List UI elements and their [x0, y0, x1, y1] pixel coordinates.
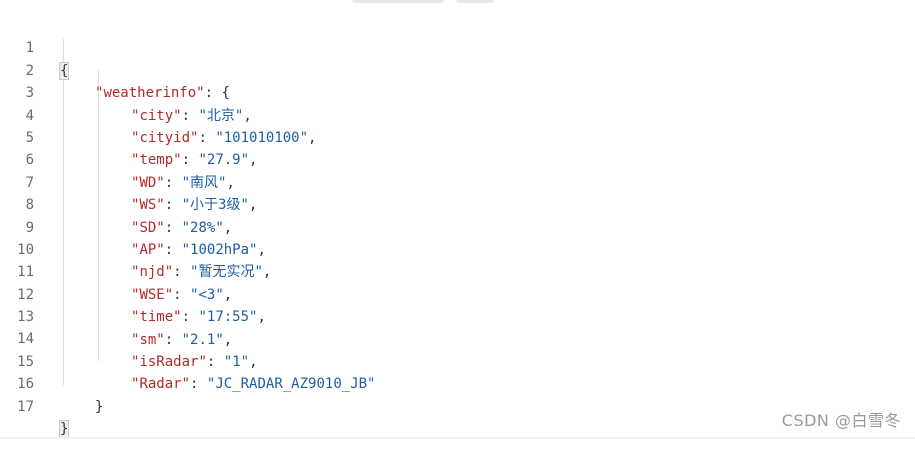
line-number: 17 [17, 398, 34, 415]
code-line-2: 2 "weatherinfo": { [0, 37, 915, 101]
json-string-value: 南风 [190, 174, 219, 191]
line-number: 3 [25, 85, 34, 102]
code-line-13: 13 "sm": "2.1", [0, 284, 915, 347]
code-line-9: 9 "AP": "1002hPa", [0, 194, 915, 258]
json-key: time [139, 309, 174, 326]
json-key: WS [139, 197, 157, 214]
json-string-value: 28% [190, 219, 216, 236]
code-line-7: 7 "WS": "小于3级", [0, 149, 915, 213]
line-number: 15 [17, 353, 34, 370]
json-key: WSE [139, 286, 165, 303]
line-number: 2 [25, 62, 34, 79]
json-key: Radar [139, 376, 182, 393]
line-number: 5 [25, 129, 34, 146]
editor-tab-strip-right[interactable] [456, 0, 494, 3]
json-string-value: 27.9 [206, 152, 241, 169]
json-key: SD [139, 219, 157, 236]
json-key: weatherinfo [103, 85, 197, 102]
bottom-divider [0, 437, 915, 439]
code-line-5: 5 "temp": "27.9", [0, 105, 915, 168]
code-line-10: 10 "njd": "暂无实况", [0, 217, 915, 280]
json-string-value: 暂无实况 [198, 264, 255, 281]
editor-tab-strip-left[interactable] [352, 0, 444, 3]
json-string-value: <3 [198, 286, 216, 303]
line-number: 14 [17, 331, 34, 348]
json-string-value: JC_RADAR_AZ9010_JB [215, 376, 368, 393]
code-line-16: 16 } [0, 351, 915, 414]
code-line-1: 1 { [0, 15, 915, 80]
line-number: 16 [17, 376, 34, 393]
code-line-12: 12 "time": "17:55", [0, 261, 915, 325]
open-brace: { [221, 85, 230, 102]
json-key: temp [139, 152, 174, 169]
code-line-4: 4 "cityid": "101010100", [0, 82, 915, 146]
indent-guide-level-1 [63, 39, 64, 385]
code-line-11: 11 "WSE": "<3", [0, 239, 915, 302]
json-key: sm [139, 331, 157, 348]
line-number: 1 [25, 40, 34, 57]
json-string-value: 101010100 [223, 129, 300, 146]
json-string-value: 1002hPa [190, 241, 250, 258]
json-string-value: 小于3级 [190, 197, 241, 214]
line-number: 7 [25, 174, 34, 191]
code-line-17: 17 } [0, 373, 915, 439]
indent-guide-level-2 [98, 70, 99, 361]
json-key: cityid [139, 129, 191, 146]
line-number: 8 [25, 197, 34, 214]
line-number: 9 [25, 219, 34, 236]
csdn-watermark: CSDN @白雪冬 [781, 411, 901, 430]
line-number: 10 [17, 241, 34, 258]
open-brace: { [58, 61, 70, 80]
close-brace: } [58, 420, 70, 439]
json-string-value: 1 [232, 353, 241, 370]
line-number: 13 [17, 309, 34, 326]
code-line-3: 3 "city": "北京", [0, 60, 915, 123]
line-number: 6 [25, 152, 34, 169]
code-line-15: 15 "Radar": "JC_RADAR_AZ9010_JB" [0, 328, 915, 392]
json-key: city [139, 107, 174, 124]
close-brace: } [95, 398, 104, 415]
json-key: njd [139, 264, 165, 281]
line-number: 12 [17, 286, 34, 303]
code-line-8: 8 "SD": "28%", [0, 172, 915, 235]
json-key: AP [139, 241, 157, 258]
json-key: WD [139, 174, 157, 191]
code-line-14: 14 "isRadar": "1", [0, 306, 915, 369]
code-line-6: 6 "WD": "南风", [0, 127, 915, 190]
line-number: 4 [25, 107, 34, 124]
json-string-value: 17:55 [206, 309, 250, 326]
json-string-value: 2.1 [190, 331, 216, 348]
json-string-value: 北京 [206, 107, 235, 124]
json-code-view: 1 { 2 "weatherinfo": { 3 "city": "北京", 4… [0, 15, 915, 439]
json-key: isRadar [139, 353, 199, 370]
line-number: 11 [17, 264, 34, 281]
